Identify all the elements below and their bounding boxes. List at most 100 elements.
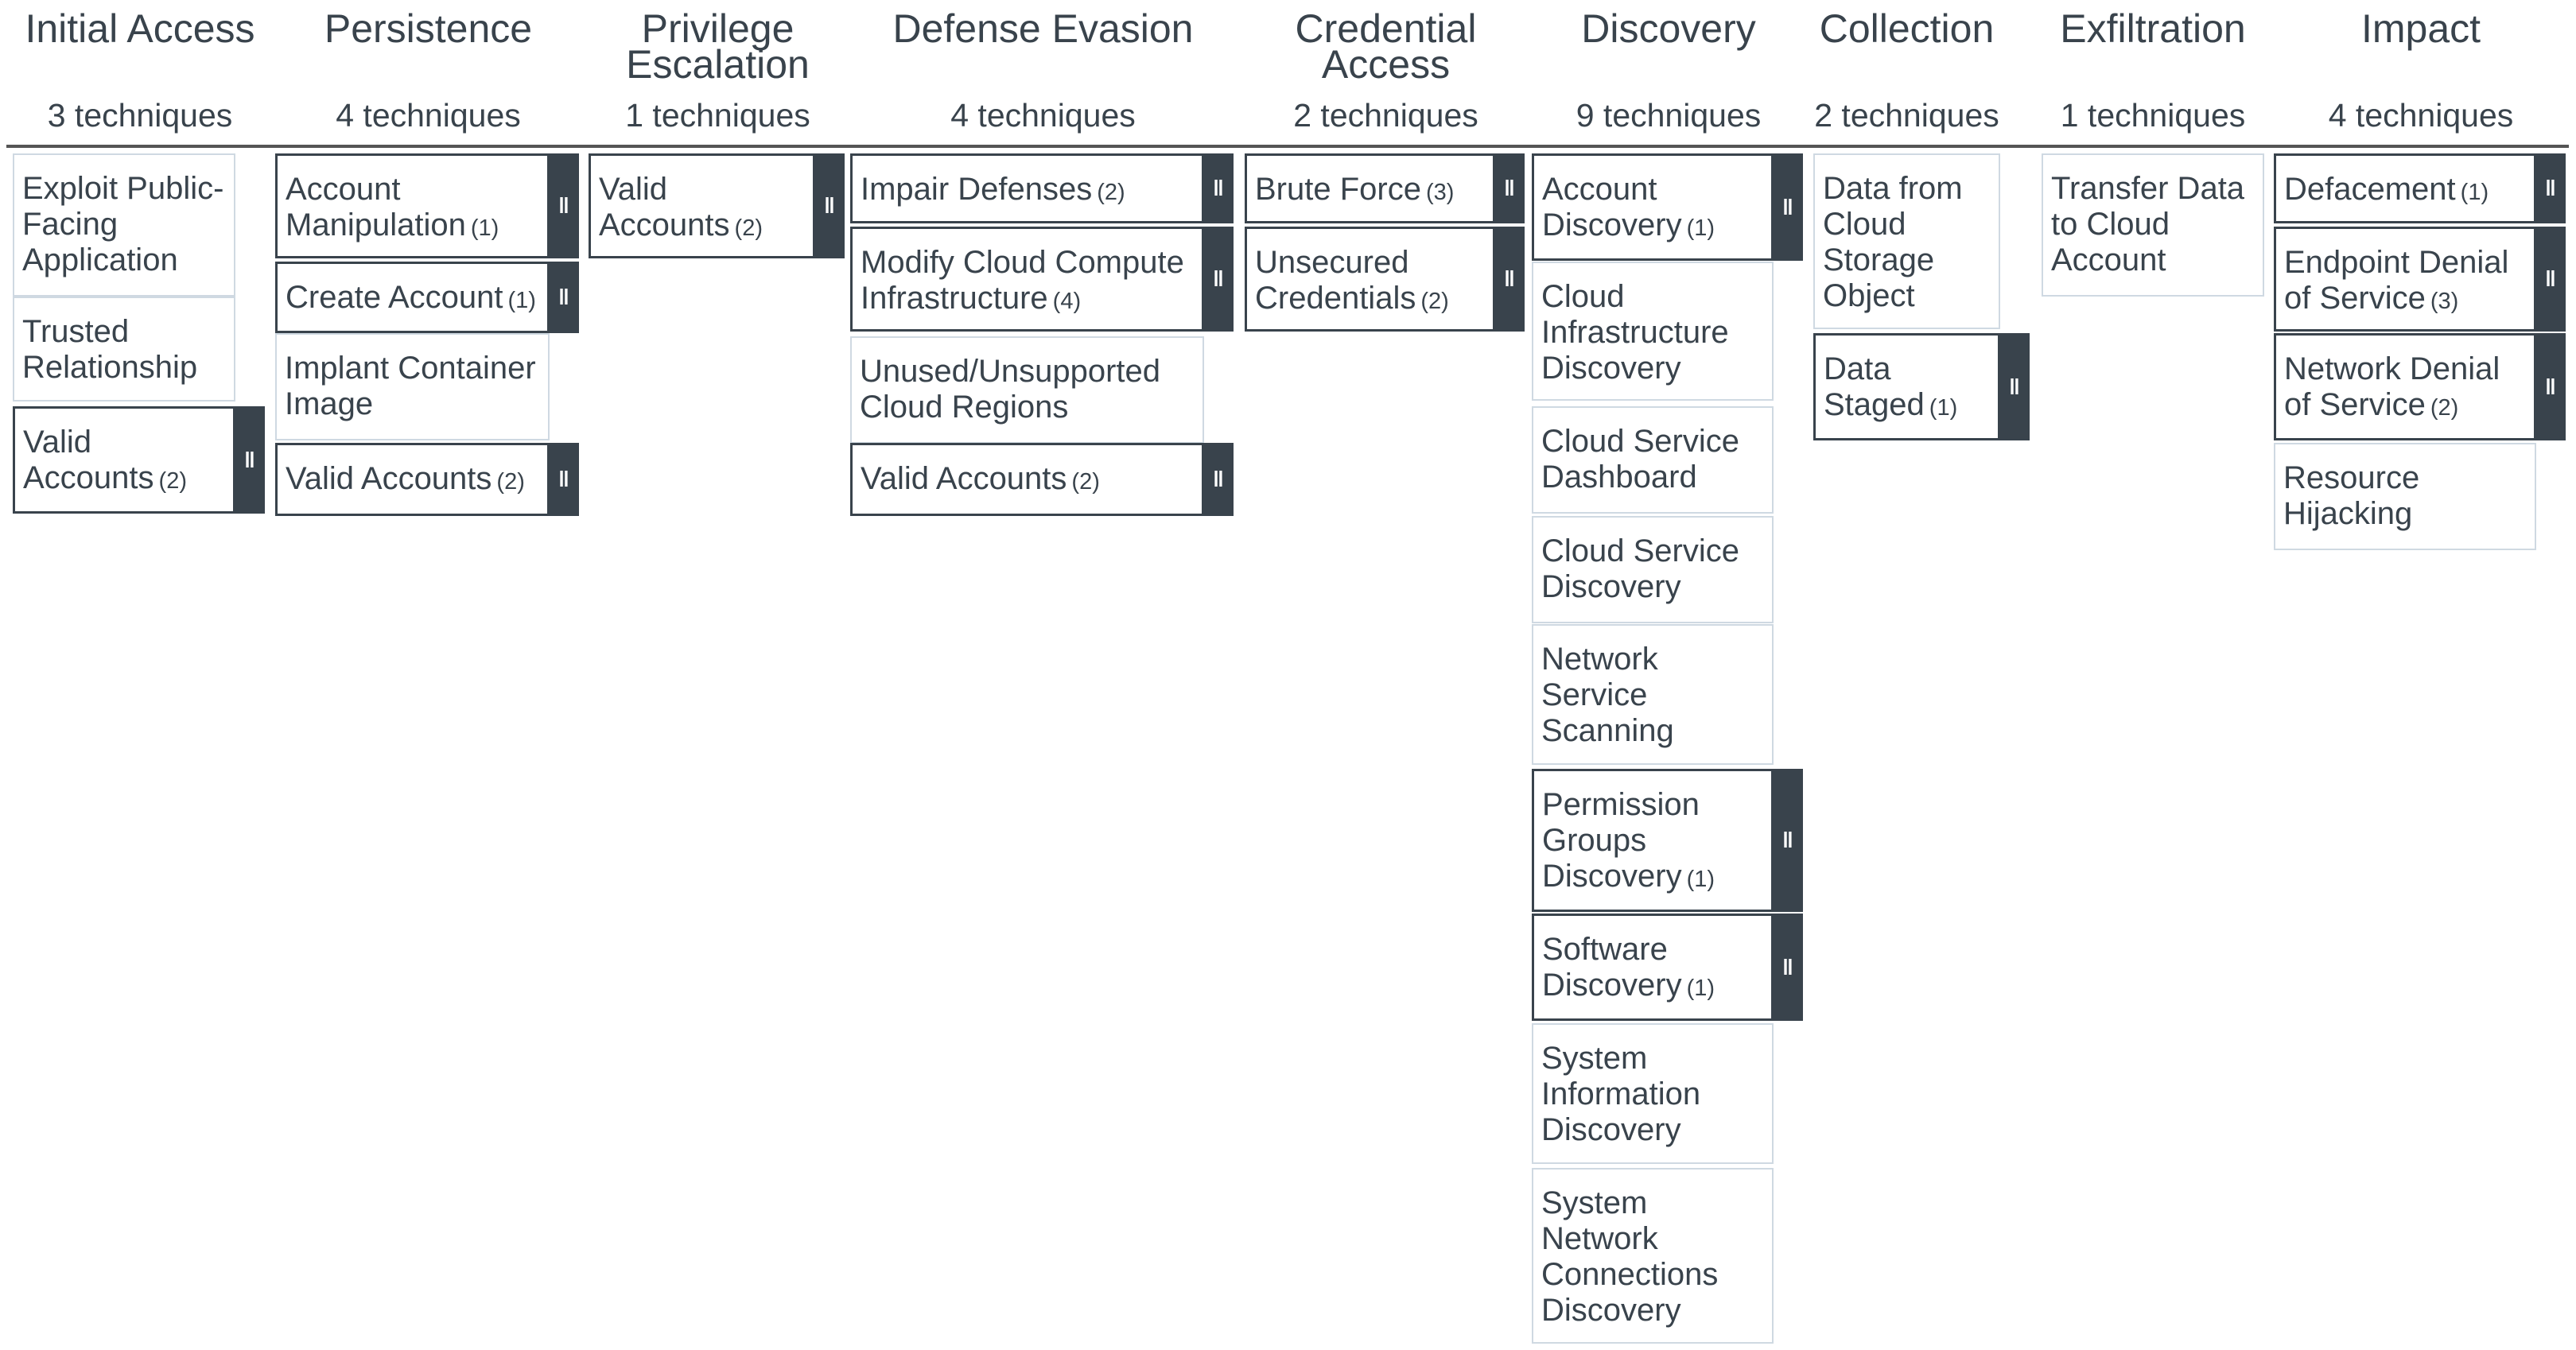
technique-cell[interactable]: Cloud Infrastructure Discovery	[1532, 262, 1774, 401]
technique-label: Valid Accounts(2)	[286, 461, 541, 500]
technique-name: Valid Accounts	[23, 425, 154, 495]
tactic-header-credential-access: Credential Access 2 techniques	[1245, 0, 1527, 143]
technique-cell[interactable]: Modify Cloud Compute Infrastructure(4) ‖	[850, 227, 1234, 332]
expand-subtechniques-toggle[interactable]: ‖	[1494, 227, 1525, 332]
tactic-name[interactable]: Exfiltration	[2060, 6, 2246, 51]
expand-subtechniques-toggle[interactable]: ‖	[2535, 333, 2566, 440]
subtechnique-count: (3)	[1425, 180, 1455, 205]
subtechnique-count: (2)	[1097, 180, 1125, 205]
tactic-name[interactable]: Credential Access	[1295, 6, 1477, 87]
tactic-technique-count: 9 techniques	[1576, 97, 1762, 134]
tactic-name[interactable]: Defense Evasion	[892, 6, 1194, 51]
pause-bars-icon: ‖	[1782, 194, 1793, 219]
tactic-name[interactable]: Impact	[2360, 6, 2481, 51]
technique-label: System Network Connections Discovery	[1541, 1185, 1766, 1329]
technique-cell[interactable]: Network Service Scanning	[1532, 624, 1774, 765]
technique-name: Unsecured Credentials	[1255, 245, 1416, 316]
technique-cell[interactable]: Cloud Service Discovery	[1532, 516, 1774, 623]
tactic-name[interactable]: Discovery	[1581, 6, 1756, 51]
technique-cell[interactable]: Implant Container Image	[275, 333, 550, 440]
expand-subtechniques-toggle[interactable]: ‖	[1203, 443, 1234, 516]
technique-cell[interactable]: Brute Force(3)‖	[1245, 153, 1525, 223]
technique-cell[interactable]: Valid Accounts(2)‖	[850, 443, 1234, 516]
expand-subtechniques-toggle[interactable]: ‖	[549, 153, 579, 258]
expand-subtechniques-toggle[interactable]: ‖	[814, 153, 845, 258]
subtechnique-count: (1)	[1686, 867, 1715, 892]
technique-cell[interactable]: Data from Cloud Storage Object	[1813, 153, 2000, 329]
expand-subtechniques-toggle[interactable]: ‖	[1999, 333, 2030, 440]
technique-cell[interactable]: Unsecured Credentials(2) ‖	[1245, 227, 1525, 332]
technique-name: Defacement	[2284, 172, 2456, 207]
pause-bars-icon: ‖	[558, 467, 569, 491]
technique-name: Cloud Service Discovery	[1541, 533, 1740, 604]
tactic-technique-count: 2 techniques	[1293, 97, 1478, 134]
technique-label: Valid Accounts(2)	[23, 425, 227, 499]
technique-label: Transfer Data to Cloud Account	[2051, 171, 2256, 278]
expand-subtechniques-toggle[interactable]: ‖	[1203, 153, 1234, 223]
expand-subtechniques-toggle[interactable]: ‖	[549, 262, 579, 333]
technique-name: Valid Accounts	[286, 461, 492, 496]
technique-cell[interactable]: Cloud Service Dashboard	[1532, 406, 1774, 514]
expand-subtechniques-toggle[interactable]: ‖	[1773, 914, 1803, 1021]
technique-cell[interactable]: Account Manipulation(1)‖	[275, 153, 579, 258]
technique-cell[interactable]: Valid Accounts(2)‖	[589, 153, 845, 258]
technique-cell[interactable]: Valid Accounts(2) ‖	[13, 406, 265, 514]
technique-cell[interactable]: Defacement(1)‖	[2274, 153, 2566, 223]
technique-cell[interactable]: Software Discovery(1)‖	[1532, 914, 1803, 1021]
expand-subtechniques-toggle[interactable]: ‖	[2535, 227, 2566, 332]
technique-label: Modify Cloud Compute Infrastructure(4)	[861, 245, 1195, 320]
pause-bars-icon: ‖	[1504, 266, 1515, 291]
subtechnique-count: (4)	[1052, 289, 1082, 314]
tactic-name[interactable]: Privilege Escalation	[626, 6, 810, 87]
technique-cell[interactable]: Network Denial of Service(2)‖	[2274, 333, 2566, 440]
expand-subtechniques-toggle[interactable]: ‖	[2535, 153, 2566, 223]
expand-subtechniques-toggle[interactable]: ‖	[1494, 153, 1525, 223]
technique-label: Permission Groups Discovery(1)	[1542, 787, 1765, 898]
tactic-name[interactable]: Initial Access	[25, 6, 255, 51]
technique-label: Endpoint Denial of Service(3)	[2284, 245, 2527, 320]
pause-bars-icon: ‖	[244, 447, 255, 472]
technique-cell[interactable]: Impair Defenses(2)‖	[850, 153, 1234, 223]
tactic-technique-count: 2 techniques	[1814, 97, 1999, 134]
expand-subtechniques-toggle[interactable]: ‖	[1773, 153, 1803, 261]
technique-cell[interactable]: Data Staged(1)‖	[1813, 333, 2030, 440]
tactic-name[interactable]: Collection	[1819, 6, 1995, 51]
technique-cell[interactable]: Valid Accounts(2) ‖	[275, 443, 579, 516]
expand-subtechniques-toggle[interactable]: ‖	[1203, 227, 1234, 332]
expand-subtechniques-toggle[interactable]: ‖	[1773, 769, 1803, 912]
technique-cell[interactable]: Transfer Data to Cloud Account	[2042, 153, 2264, 297]
technique-cell[interactable]: Account Discovery(1) ‖	[1532, 153, 1803, 261]
technique-name: System Network Connections Discovery	[1541, 1185, 1719, 1328]
technique-label: Cloud Service Discovery	[1541, 533, 1766, 605]
technique-label: Data from Cloud Storage Object	[1823, 171, 1992, 314]
technique-name: Resource Hijacking	[2283, 460, 2420, 531]
technique-cell[interactable]: System Information Discovery	[1532, 1023, 1774, 1164]
technique-label: Account Discovery(1)	[1542, 172, 1765, 246]
subtechnique-count: (1)	[1686, 215, 1715, 241]
technique-cell[interactable]: Unused/Unsupported Cloud Regions	[850, 336, 1204, 444]
technique-name: Endpoint Denial of Service	[2284, 245, 2509, 316]
expand-subtechniques-toggle[interactable]: ‖	[549, 443, 579, 516]
technique-cell[interactable]: Create Account(1)‖	[275, 262, 579, 333]
technique-cell[interactable]: Trusted Relationship	[13, 297, 235, 402]
technique-cell[interactable]: Exploit Public-Facing Application	[13, 153, 235, 297]
pause-bars-icon: ‖	[824, 193, 835, 218]
subtechnique-count: (2)	[734, 215, 763, 241]
technique-label: Brute Force(3)	[1255, 172, 1486, 211]
pause-bars-icon: ‖	[1782, 828, 1793, 852]
technique-cell[interactable]: Permission Groups Discovery(1) ‖	[1532, 769, 1803, 912]
tactic-header-discovery: Discovery 9 techniques	[1532, 0, 1805, 143]
technique-label: Resource Hijacking	[2283, 460, 2528, 532]
pause-bars-icon: ‖	[1213, 176, 1224, 200]
expand-subtechniques-toggle[interactable]: ‖	[235, 406, 265, 514]
pause-bars-icon: ‖	[1213, 266, 1224, 291]
technique-cell[interactable]: System Network Connections Discovery	[1532, 1168, 1774, 1344]
technique-cell[interactable]: Endpoint Denial of Service(3)‖	[2274, 227, 2566, 332]
tactic-name[interactable]: Persistence	[324, 6, 533, 51]
subtechnique-count: (2)	[1420, 289, 1449, 314]
technique-cell[interactable]: Resource Hijacking	[2274, 443, 2536, 550]
